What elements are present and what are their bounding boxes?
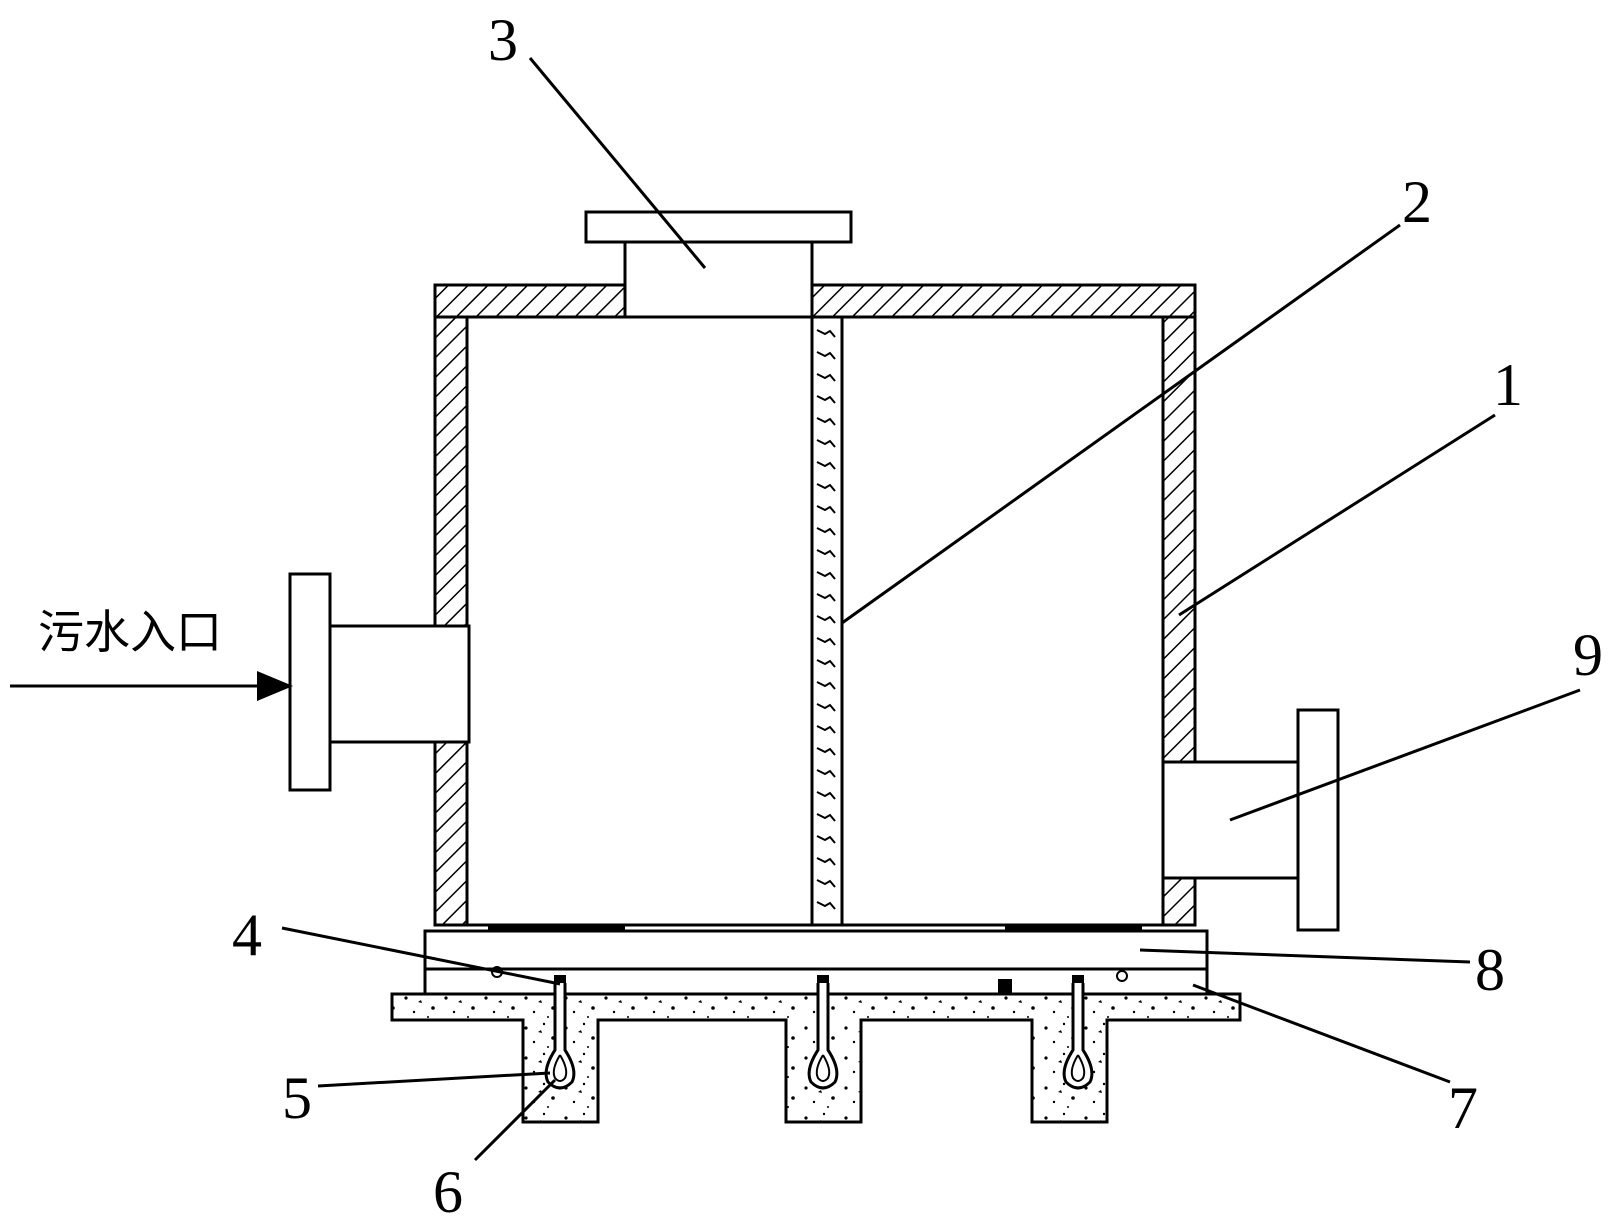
tank-top-wall-left	[433, 283, 627, 319]
anchor-bolt	[1062, 975, 1094, 1090]
partition-mark	[816, 747, 836, 756]
label-4: 4	[232, 902, 262, 968]
partition-mark	[816, 461, 836, 470]
base-marker	[1116, 970, 1128, 982]
leader-7	[1192, 983, 1451, 1084]
partition-mark	[816, 769, 836, 778]
partition-mark	[816, 417, 836, 426]
inlet-flange	[288, 572, 332, 792]
partition-mark	[816, 395, 836, 404]
partition-mark	[816, 527, 836, 536]
base-marker-square	[998, 979, 1012, 993]
base-plate	[423, 929, 1209, 971]
partition-mark	[816, 879, 836, 888]
label-8: 8	[1475, 937, 1505, 1003]
partition-mark	[816, 593, 836, 602]
partition-mark	[816, 857, 836, 866]
top-outlet-pipe	[584, 210, 853, 319]
partition-mark	[816, 725, 836, 734]
anchor-bolt	[544, 975, 576, 1090]
leader-lines	[281, 57, 1581, 1162]
partition-mark	[816, 439, 836, 448]
inlet-label: 污水入口	[38, 605, 222, 659]
partition-mark	[816, 571, 836, 580]
partition-mark	[816, 505, 836, 514]
partition-mark	[816, 681, 836, 690]
leader-4	[281, 926, 561, 986]
partition-mark	[816, 637, 836, 646]
bottom-plate-left	[488, 925, 625, 931]
top-outlet-flange	[584, 210, 853, 244]
anchor-bolt	[807, 975, 839, 1090]
outlet-flange	[1296, 708, 1340, 932]
partition-mark	[816, 351, 836, 360]
partition-mark	[816, 329, 836, 338]
partition-mark	[816, 901, 836, 910]
label-6: 6	[433, 1159, 463, 1225]
partition-mark	[816, 373, 836, 382]
partition-mark	[816, 483, 836, 492]
leader-9	[1229, 688, 1581, 822]
partition-mark	[816, 703, 836, 712]
partition-mark	[816, 659, 836, 668]
leader-2	[841, 223, 1401, 625]
partition-mark	[816, 791, 836, 800]
inlet-pipe	[288, 572, 471, 792]
filter-partition	[810, 315, 844, 927]
partition-mark	[816, 835, 836, 844]
label-2: 2	[1402, 169, 1432, 235]
leader-3	[528, 57, 707, 269]
partition-mark	[816, 549, 836, 558]
label-5: 5	[282, 1065, 312, 1131]
bottom-plate-right	[1005, 925, 1142, 931]
label-1: 1	[1493, 352, 1523, 418]
anchor-bolts	[544, 975, 1094, 1090]
tank-left-wall	[433, 283, 469, 927]
leader-5	[317, 1071, 551, 1088]
label-9: 9	[1573, 622, 1603, 688]
tank-top-wall-right	[810, 283, 1197, 319]
partition-mark	[816, 615, 836, 624]
leader-1	[1178, 413, 1496, 617]
label-7: 7	[1448, 1075, 1478, 1141]
partition-texture	[816, 329, 836, 910]
partition-mark	[816, 813, 836, 822]
leader-6	[473, 1078, 557, 1162]
label-3: 3	[488, 7, 518, 73]
leader-8	[1139, 948, 1471, 964]
